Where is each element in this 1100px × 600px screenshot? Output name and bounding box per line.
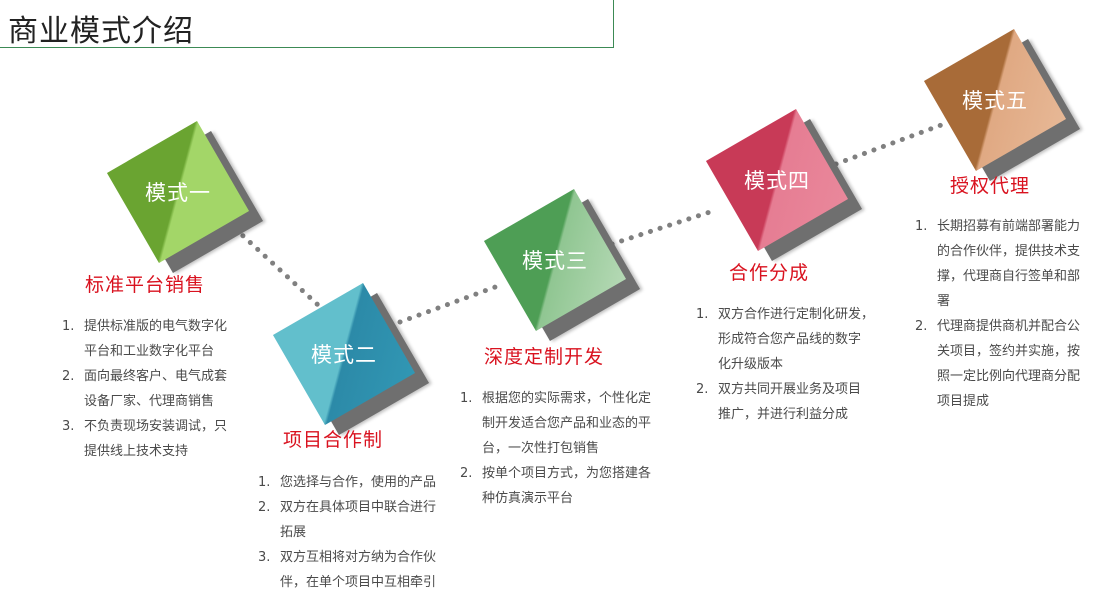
page-title: 商业模式介绍 [8, 14, 194, 49]
mode-1-heading: 标准平台销售 [85, 274, 206, 296]
list-item: 2.双方共同开展业务及项目推广，并进行利益分成 [696, 382, 862, 422]
list-item: 1.根据您的实际需求，个性化定制开发适合您产品和业态的平台，一次性打包销售 [460, 391, 652, 456]
mode-3-label: 模式三 [522, 249, 588, 273]
list-item: 2.按单个项目方式，为您搭建各种仿真演示平台 [460, 466, 652, 506]
connector-4-5 [833, 121, 947, 167]
list-item: 2.代理商提供商机并配合公关项目，签约并实施，按照一定比例向代理商分配项目提成 [915, 319, 1081, 409]
list-item: 2.双方在具体项目中联合进行拓展 [258, 500, 437, 540]
mode-3-list: 1.根据您的实际需求，个性化定制开发适合您产品和业态的平台，一次性打包销售 2.… [460, 386, 675, 511]
mode-4-tile: 模式四 [705, 108, 863, 262]
mode-3-tile: 模式三 [483, 188, 641, 342]
list-item: 1.您选择与合作，使用的产品 [258, 475, 437, 490]
list-item: 3.双方互相将对方纳为合作伙伴，在单个项目中互相牵引 [258, 550, 437, 590]
mode-1-list: 1.提供标准版的电气数字化平台和工业数字化平台 2.面向最终客户、电气成套设备厂… [62, 314, 262, 464]
mode-2-list: 1.您选择与合作，使用的产品 2.双方在具体项目中联合进行拓展 3.双方互相将对… [258, 470, 468, 595]
list-item: 3.不负责现场安装调试，只提供线上技术支持 [62, 419, 228, 459]
mode-2-heading: 项目合作制 [283, 429, 384, 451]
mode-5-tile: 模式五 [923, 28, 1081, 182]
mode-4-label: 模式四 [744, 169, 810, 193]
list-item: 2.面向最终客户、电气成套设备厂家、代理商销售 [62, 369, 228, 409]
mode-4-heading: 合作分成 [729, 262, 810, 284]
mode-5-list: 1.长期招募有前端部署能力的合作伙伴，提供技术支撑，代理商自行签单和部署 2.代… [915, 214, 1095, 414]
connector-1-2 [225, 219, 333, 319]
mode-5-label: 模式五 [962, 89, 1028, 113]
mode-3-heading: 深度定制开发 [484, 346, 605, 368]
mode-1-label: 模式一 [145, 181, 211, 205]
list-item: 1.提供标准版的电气数字化平台和工业数字化平台 [62, 319, 228, 359]
title-box [0, 0, 614, 48]
mode-5-heading: 授权代理 [950, 175, 1031, 197]
list-item: 1.双方合作进行定制化研发，形成符合您产品线的数字化升级版本 [696, 307, 875, 372]
mode-4-list: 1.双方合作进行定制化研发，形成符合您产品线的数字化升级版本 2.双方共同开展业… [696, 302, 896, 427]
mode-2-label: 模式二 [311, 343, 377, 367]
mode-1-tile: 模式一 [106, 120, 264, 274]
connector-2-3 [397, 283, 501, 325]
mode-2-tile: 模式二 [272, 282, 430, 436]
list-item: 1.长期招募有前端部署能力的合作伙伴，提供技术支撑，代理商自行签单和部署 [915, 219, 1081, 309]
connector-3-4 [609, 207, 719, 247]
